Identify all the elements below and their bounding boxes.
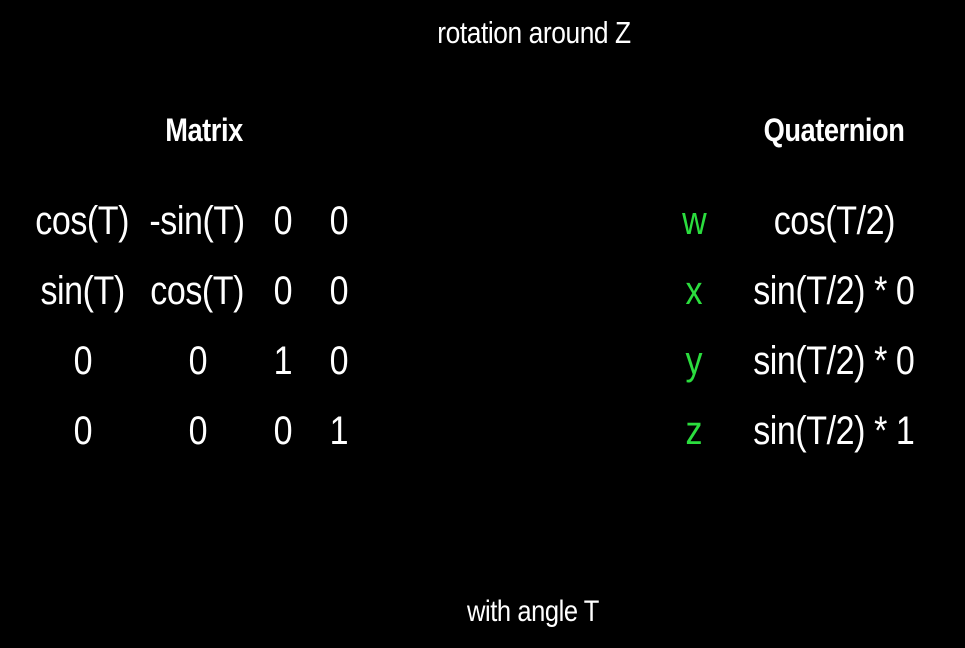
matrix-cell-r1c1: cos(T) bbox=[151, 256, 245, 326]
matrix-heading: Matrix bbox=[158, 110, 249, 150]
matrix-cell-r1c2: 0 bbox=[240, 256, 326, 326]
quaternion-grid: w cos(T/2) x sin(T/2) * 0 y sin(T/2) * 0… bbox=[660, 186, 940, 466]
page-title: rotation around Z bbox=[420, 12, 648, 54]
matrix-cell-text: 0 bbox=[273, 408, 293, 453]
quaternion-label-text: x bbox=[685, 268, 703, 313]
matrix-cell-r3c2: 0 bbox=[240, 396, 326, 466]
matrix-cell-r2c2: 1 bbox=[240, 326, 326, 396]
matrix-cell-r2c3: 0 bbox=[326, 326, 351, 396]
matrix-cell-text: 0 bbox=[188, 408, 207, 453]
quaternion-heading-text: Quaternion bbox=[763, 112, 905, 148]
quaternion-label-w: w bbox=[660, 186, 728, 256]
matrix-cell-text: 1 bbox=[273, 338, 293, 383]
quaternion-label-text: z bbox=[685, 408, 703, 453]
matrix-cell-r3c3: 1 bbox=[326, 396, 351, 466]
matrix-cell-r0c2: 0 bbox=[240, 186, 326, 256]
matrix-cell-text: 0 bbox=[329, 198, 348, 243]
quaternion-value-z: sin(T/2) * 1 bbox=[728, 396, 940, 466]
matrix-cell-text: sin(T) bbox=[40, 268, 125, 313]
quaternion-label-text: y bbox=[685, 338, 703, 383]
matrix-grid: cos(T) -sin(T) 0 0 sin(T) cos(T) 0 0 0 0… bbox=[10, 186, 351, 466]
quaternion-value-x: sin(T/2) * 0 bbox=[728, 256, 940, 326]
matrix-heading-text: Matrix bbox=[165, 112, 243, 148]
quaternion-label-x: x bbox=[660, 256, 728, 326]
matrix-cell-r0c1: -sin(T) bbox=[150, 186, 246, 256]
quaternion-label-text: w bbox=[681, 198, 707, 243]
quaternion-label-z: z bbox=[660, 396, 728, 466]
matrix-cell-r2c0: 0 bbox=[10, 326, 155, 396]
matrix-cell-text: 0 bbox=[329, 338, 348, 383]
matrix-cell-r0c0: cos(T) bbox=[10, 186, 155, 256]
footer-note: with angle T bbox=[455, 592, 610, 632]
quaternion-heading: Quaternion bbox=[751, 110, 917, 150]
quaternion-value-text: sin(T/2) * 0 bbox=[753, 268, 915, 313]
matrix-cell-text: 0 bbox=[188, 338, 207, 383]
matrix-cell-text: 0 bbox=[73, 338, 92, 383]
matrix-cell-text: 0 bbox=[273, 198, 293, 243]
matrix-cell-text: 0 bbox=[329, 268, 348, 313]
quaternion-value-text: cos(T/2) bbox=[773, 198, 895, 243]
matrix-cell-text: -sin(T) bbox=[149, 198, 246, 243]
matrix-cell-text: cos(T) bbox=[150, 268, 245, 313]
quaternion-label-y: y bbox=[660, 326, 728, 396]
quaternion-value-w: cos(T/2) bbox=[728, 186, 940, 256]
quaternion-value-text: sin(T/2) * 0 bbox=[753, 338, 915, 383]
matrix-cell-text: 0 bbox=[273, 268, 293, 313]
matrix-cell-r0c3: 0 bbox=[326, 186, 351, 256]
matrix-cell-r1c3: 0 bbox=[326, 256, 351, 326]
footer-note-text: with angle T bbox=[467, 595, 599, 628]
matrix-cell-text: 0 bbox=[73, 408, 92, 453]
matrix-cell-text: 1 bbox=[329, 408, 348, 453]
page-title-text: rotation around Z bbox=[437, 15, 631, 50]
matrix-cell-r3c0: 0 bbox=[10, 396, 155, 466]
matrix-cell-text: cos(T) bbox=[35, 198, 130, 243]
matrix-cell-r1c0: sin(T) bbox=[10, 256, 155, 326]
quaternion-value-text: sin(T/2) * 1 bbox=[753, 408, 915, 453]
matrix-cell-r3c1: 0 bbox=[155, 396, 240, 466]
quaternion-value-y: sin(T/2) * 0 bbox=[728, 326, 940, 396]
matrix-cell-r2c1: 0 bbox=[155, 326, 240, 396]
